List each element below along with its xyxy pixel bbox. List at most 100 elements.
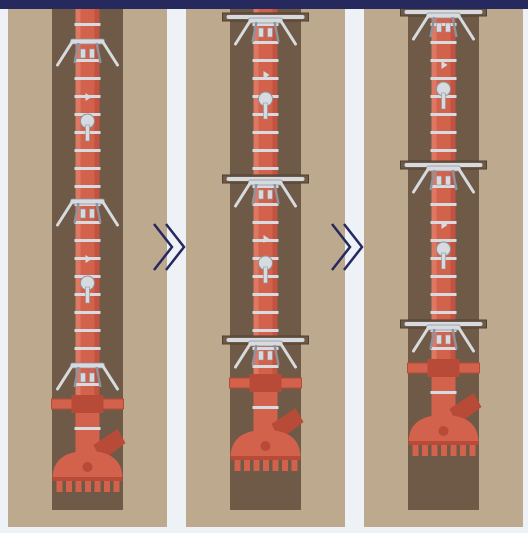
drill-bit-tooth bbox=[235, 460, 241, 471]
centralizer-ring bbox=[249, 18, 283, 23]
stage-panel-1 bbox=[8, 9, 167, 527]
pipe-collar bbox=[253, 59, 279, 62]
centralizer-block bbox=[437, 23, 442, 32]
pipe-collar bbox=[75, 167, 101, 170]
clamp-stem bbox=[264, 267, 268, 283]
centralizer-block bbox=[259, 190, 264, 199]
pipe-collar bbox=[431, 311, 457, 314]
centralizer-ring bbox=[71, 199, 105, 204]
drill-bit-tooth bbox=[273, 460, 279, 471]
centralizer-block bbox=[90, 209, 95, 218]
drill-bit-tooth bbox=[244, 460, 250, 471]
pipe-collar bbox=[431, 131, 457, 134]
pipe-highlight bbox=[432, 9, 437, 369]
pipe-collar bbox=[75, 77, 101, 80]
pipe-collar bbox=[253, 329, 279, 332]
drill-bit-tooth bbox=[85, 481, 91, 492]
drill-bit-tooth bbox=[292, 460, 298, 471]
drill-bit-tooth bbox=[95, 481, 101, 492]
drill-string-rig bbox=[186, 9, 345, 527]
pipe-collar bbox=[253, 406, 279, 409]
drill-bit-band bbox=[231, 456, 301, 460]
centralizer-block bbox=[446, 335, 451, 344]
centralizer-block bbox=[81, 373, 86, 382]
pipe-collar bbox=[253, 311, 279, 314]
pipe-collar bbox=[75, 221, 101, 224]
drill-bit-tooth bbox=[263, 460, 269, 471]
centralizer-ring bbox=[71, 39, 105, 44]
drill-bit-tooth bbox=[57, 481, 63, 492]
pipe-collar bbox=[431, 77, 457, 80]
drill-bit-tooth bbox=[460, 445, 466, 456]
pipe-collar bbox=[431, 149, 457, 152]
pipe-collar bbox=[253, 221, 279, 224]
pipe-collar bbox=[253, 203, 279, 206]
stage-panel-2 bbox=[186, 9, 345, 527]
clamp-stem bbox=[442, 93, 446, 109]
pipe-collar bbox=[75, 311, 101, 314]
centralizer-block bbox=[268, 28, 273, 37]
pipe-collar bbox=[431, 41, 457, 44]
clamp-stem bbox=[442, 253, 446, 269]
clamp-stem bbox=[264, 103, 268, 119]
clamp-stem bbox=[86, 125, 90, 141]
flange-hub bbox=[250, 374, 282, 392]
pipe-collar bbox=[253, 365, 279, 368]
pipe-collar bbox=[431, 185, 457, 188]
drill-bit-tooth bbox=[470, 445, 476, 456]
centralizer-block bbox=[259, 351, 264, 360]
drill-bit-tooth bbox=[451, 445, 457, 456]
centralizer-ring bbox=[249, 341, 283, 346]
centralizer-block bbox=[446, 176, 451, 185]
pipe-collar bbox=[431, 113, 457, 116]
centralizer-block bbox=[437, 335, 442, 344]
flange-hub bbox=[428, 359, 460, 377]
pipe-collar bbox=[75, 185, 101, 188]
pipe-collar bbox=[431, 203, 457, 206]
centralizer-block bbox=[90, 49, 95, 58]
pipe-collar bbox=[75, 59, 101, 62]
pipe-collar bbox=[253, 131, 279, 134]
drill-bit-tooth bbox=[254, 460, 260, 471]
drill-bit-tooth bbox=[432, 445, 438, 456]
header-bar bbox=[0, 0, 528, 9]
centralizer-ring bbox=[71, 363, 105, 368]
pipe-collar bbox=[431, 59, 457, 62]
flange-hub bbox=[72, 395, 104, 413]
drill-bit-tooth bbox=[441, 445, 447, 456]
pipe-collar bbox=[75, 347, 101, 350]
drill-bit-tooth bbox=[413, 445, 419, 456]
pipe-collar bbox=[253, 41, 279, 44]
drill-bit-band bbox=[53, 477, 123, 481]
pipe-collar bbox=[431, 293, 457, 296]
centralizer-ring bbox=[427, 13, 461, 18]
centralizer-block bbox=[268, 190, 273, 199]
centralizer-ring bbox=[249, 180, 283, 185]
centralizer-block bbox=[81, 209, 86, 218]
drill-bit-tooth bbox=[114, 481, 120, 492]
centralizer-ring bbox=[427, 166, 461, 171]
centralizer-block bbox=[259, 28, 264, 37]
centralizer-block bbox=[437, 176, 442, 185]
drill-bit-tooth bbox=[422, 445, 428, 456]
drill-string-rig bbox=[364, 9, 523, 527]
drill-bit-hub bbox=[439, 426, 449, 436]
drill-bit-tooth bbox=[76, 481, 82, 492]
drill-bit-hub bbox=[83, 462, 93, 472]
stage-panel-3 bbox=[364, 9, 523, 527]
pipe-collar bbox=[75, 383, 101, 386]
pipe-collar bbox=[431, 347, 457, 350]
drill-bit-band bbox=[409, 441, 479, 445]
pipe-collar bbox=[431, 275, 457, 278]
pipe-collar bbox=[75, 427, 101, 430]
pipe-shadow bbox=[451, 9, 456, 369]
centralizer-block bbox=[446, 23, 451, 32]
drill-bit-tooth bbox=[282, 460, 288, 471]
drill-bit-hub bbox=[261, 441, 271, 451]
pipe-collar bbox=[75, 329, 101, 332]
pipe-collar bbox=[75, 239, 101, 242]
drill-bit-tooth bbox=[66, 481, 72, 492]
clamp-stem bbox=[86, 287, 90, 303]
pipe-collar bbox=[75, 149, 101, 152]
centralizer-block bbox=[90, 373, 95, 382]
